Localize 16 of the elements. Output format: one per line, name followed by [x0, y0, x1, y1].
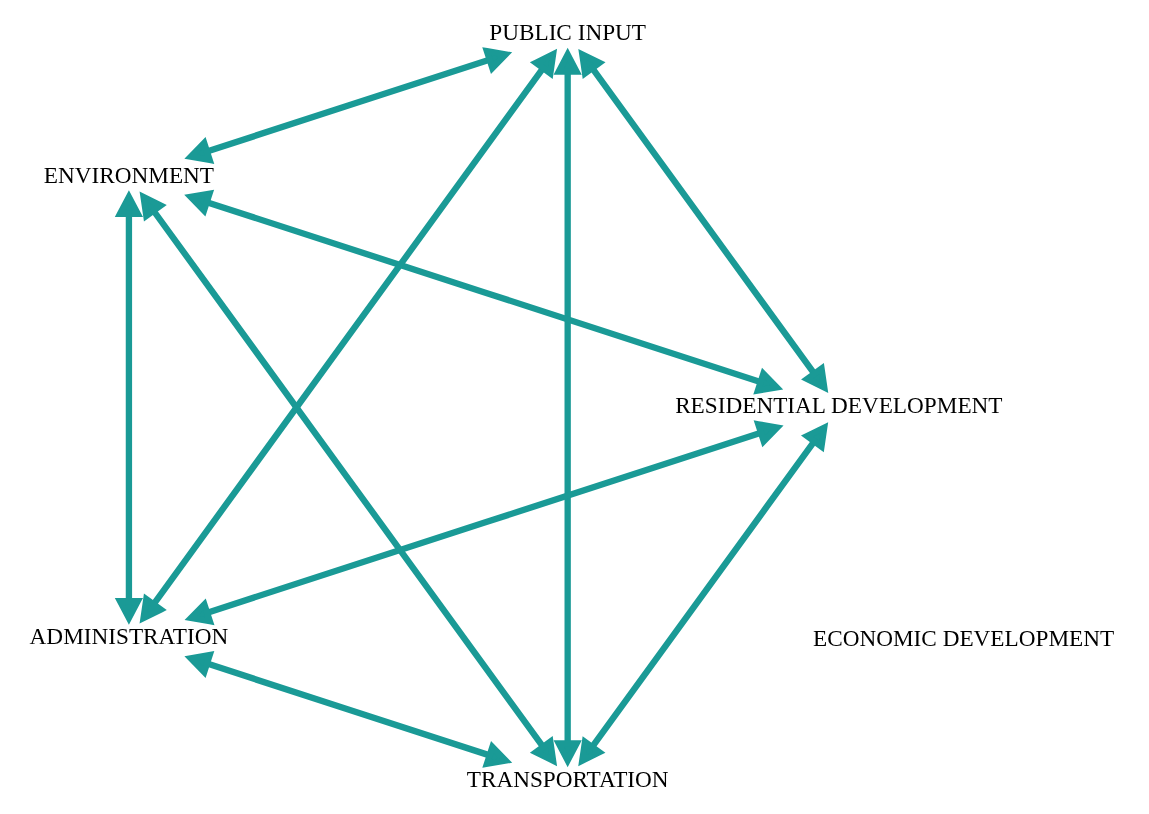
node-text: RESIDENTIAL DEVELOPMENT — [675, 391, 1003, 418]
arrow — [139, 191, 558, 766]
label: ECONOMIC DEVELOPMENT — [813, 624, 1115, 651]
node-text: ENVIRONMENT — [43, 161, 215, 188]
arrow — [184, 189, 784, 395]
arrow — [578, 421, 829, 766]
node-text: TRANSPORTATION — [466, 765, 669, 792]
arrow — [184, 46, 513, 164]
arrow — [114, 189, 144, 625]
arrow — [578, 48, 829, 393]
arrow — [184, 419, 784, 625]
node-text: PUBLIC INPUT — [489, 18, 647, 45]
arrow — [184, 650, 513, 768]
arrow — [553, 47, 582, 767]
arrow — [139, 48, 558, 623]
node-text: ADMINISTRATION — [29, 622, 229, 649]
